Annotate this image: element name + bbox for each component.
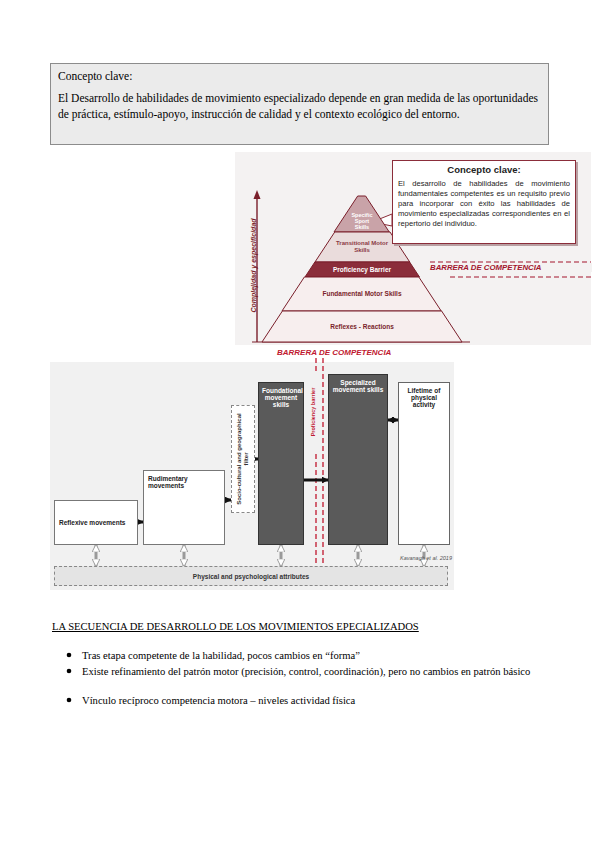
bullet-text: Existe refinamiento del patrón motor (pr… — [82, 664, 582, 679]
axis-label: Complejidad y especificidad — [250, 211, 257, 321]
pyramid-layer: Reflexes - Reactions — [262, 311, 462, 342]
stage-box: Foundational movement skills — [258, 382, 304, 545]
barrier-label: BARRERA DE COMPETENCIA — [428, 263, 592, 272]
layer-label: Fundamental Motor Skills — [322, 290, 401, 297]
layer-label: Proficiency Barrier — [333, 266, 391, 273]
layer-outline — [305, 262, 419, 277]
pyramid-layer: Fundamental Motor Skills — [282, 277, 441, 311]
box-text: El desarrollo de habilidades de movimien… — [398, 179, 570, 229]
stage-box: Specialized movement skills — [328, 374, 388, 545]
double-arrow — [280, 545, 283, 566]
figure-panel — [50, 362, 454, 590]
figure-panel — [235, 152, 591, 345]
axis-line — [256, 196, 257, 342]
bullet-text: Vínculo recíproco competencia motora – n… — [82, 693, 582, 708]
box-text: Lifetime of physical activity — [402, 387, 446, 408]
layer-outline — [282, 277, 441, 311]
section-heading: LA SECUENCIA DE DESARROLLO DE LOS MOVIMI… — [52, 621, 592, 632]
layer-label: Transitional Motor Skills — [329, 240, 394, 254]
citation: Kavanagh et al. 2019 — [392, 555, 452, 561]
stage-box: Reflexive movements — [54, 500, 138, 545]
flow-arrow — [304, 479, 328, 482]
layer-label: Reflexes - Reactions — [330, 323, 394, 330]
flow-arrow — [388, 419, 398, 422]
callout-box: Concepto clave: El desarrollo de habilida… — [392, 160, 576, 244]
bullet — [67, 698, 72, 703]
box-text: Foundational movement skills — [262, 387, 300, 408]
bullet — [67, 653, 72, 658]
rotated-label: Socio-cultural and geographical filter — [236, 408, 250, 510]
rotated-label: Proficiency barrier — [311, 375, 317, 449]
stage-box: Lifetime of physical activity — [398, 382, 450, 545]
layer-outline — [262, 311, 462, 342]
stage-box: Rudimentary movements — [143, 470, 225, 545]
barrier-dash — [450, 276, 591, 277]
bullet — [67, 669, 72, 674]
pyramid-layer: Proficiency Barrier — [305, 262, 419, 277]
box-text: El Desarrollo de habilidades de movimien… — [58, 90, 541, 123]
box-text: Specialized movement skills — [332, 379, 384, 393]
layer-outline — [334, 196, 389, 232]
barrier-strip: Proficiency barrier — [308, 372, 319, 452]
double-arrow — [357, 545, 360, 566]
attributes-bar: Physical and psychological attributes — [54, 566, 448, 586]
concept-box: Concepto clave: El Desarrollo de habilida… — [50, 63, 549, 145]
box-text: Reflexive movements — [59, 519, 125, 526]
barrier-label: BARRERA DE COMPETENCIA — [275, 348, 419, 357]
box-text: Physical and psychological attributes — [193, 573, 309, 580]
box-heading: Concepto clave: — [58, 68, 541, 85]
layer-label: Specific Sport Skills — [347, 198, 377, 231]
double-arrow — [95, 545, 98, 566]
box-heading: Concepto clave: — [398, 164, 570, 177]
box-text: Rudimentary movements — [148, 475, 220, 489]
pyramid-layer: Specific Sport Skills — [334, 196, 389, 232]
bullet-text: Tras etapa competente de la habilidad, p… — [82, 648, 582, 663]
axis-arrowhead — [254, 190, 261, 199]
filter-box: Socio-cultural and geographical filter — [231, 405, 255, 513]
double-arrow — [183, 545, 186, 566]
barrier-dash — [322, 358, 323, 566]
